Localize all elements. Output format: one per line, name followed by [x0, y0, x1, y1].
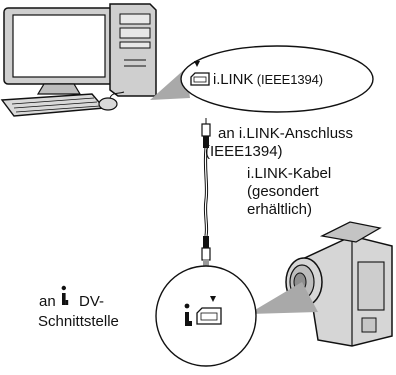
cable-plug-icon [201, 118, 211, 148]
computer-icon [0, 3, 157, 117]
connection-label-line2: (IEEE1394) [205, 143, 283, 160]
camera-port-label-prefix: an [39, 293, 56, 310]
connection-label-line1: an i.LINK-Anschluss [218, 125, 354, 142]
firewire-port-icon [196, 307, 222, 325]
computer-port-callout [150, 45, 374, 113]
camera-port-label-line2: Schnittstelle [38, 313, 119, 330]
cable-label-line1: i.LINK-Kabel [247, 165, 332, 182]
ilink-symbol-icon [61, 285, 69, 305]
firewire-port-icon [190, 72, 210, 86]
computer-port-label: i.LINK (IEEE1394) [213, 71, 323, 89]
cable-label-line2: (gesondert [247, 183, 319, 200]
computer-port-name: i.LINK [213, 71, 254, 88]
ilink-cable [201, 118, 211, 261]
camera-port-label-suffix: DV- [79, 293, 105, 310]
port-marker-icon [194, 61, 200, 67]
cable-label-line3: erhältlich) [247, 201, 313, 218]
port-marker-icon [210, 296, 216, 302]
computer-port-standard: (IEEE1394) [253, 72, 323, 87]
cable-plug-icon [201, 236, 211, 261]
camera-port-callout [61, 265, 318, 367]
ilink-symbol-icon [184, 303, 192, 326]
